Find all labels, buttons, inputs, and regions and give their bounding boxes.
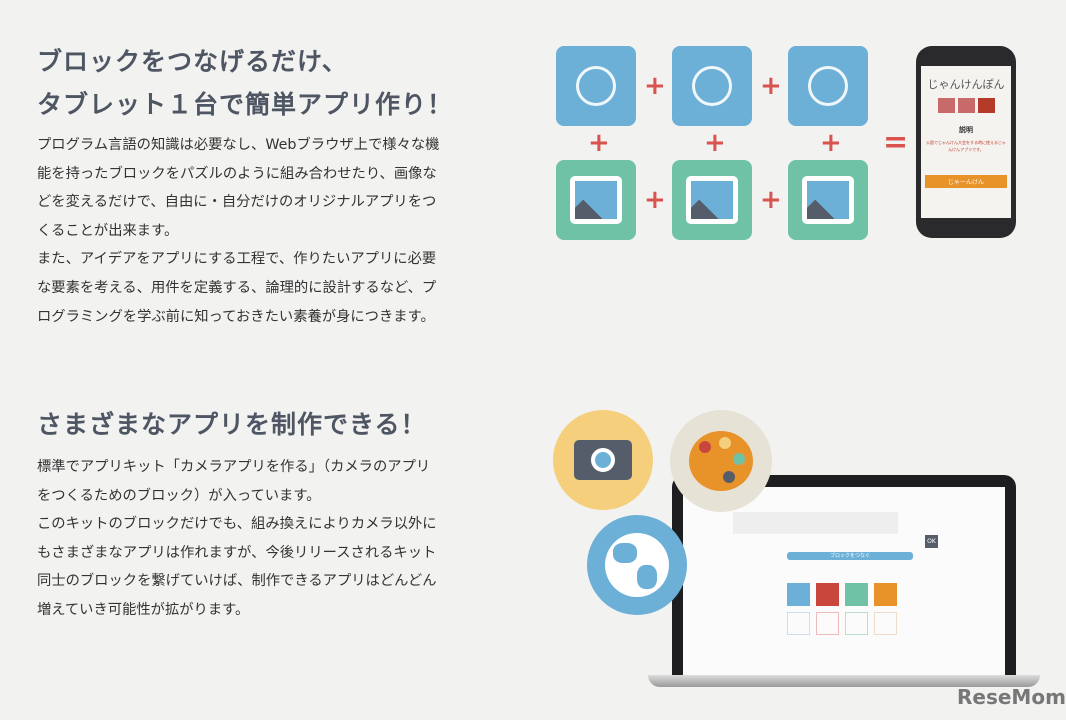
heading-line: タブレット１台で簡単アプリ作り！: [37, 90, 454, 119]
laptop-base: [648, 675, 1040, 687]
globe-icon: [605, 533, 669, 597]
plus-sign: +: [704, 128, 726, 158]
rock-icon: [937, 98, 955, 113]
body-line: 標準でアプリキット「カメラアプリを作る」（カメラのアプリ: [37, 459, 431, 475]
body-line: ログラミングを学ぶ前に知っておきたい素養が身につきます。: [37, 308, 435, 325]
camera-circle: [553, 410, 653, 510]
body-line: 同士のブロックを繋げていけば、制作できるアプリはどんどん: [37, 573, 437, 590]
body-line: このキットのブロックだけでも、組み換えによりカメラ以外に: [37, 516, 437, 533]
plus-sign: +: [760, 71, 782, 101]
body-line: 増えていき可能性が拡がります。: [37, 601, 250, 618]
tap-hand-icon: [692, 66, 732, 106]
tap-block-tile: [556, 46, 636, 126]
image-icon: [686, 176, 738, 224]
image-icon: [570, 176, 622, 224]
tap-block-tile: [672, 46, 752, 126]
plus-sign: +: [644, 71, 666, 101]
phone-janken-button[interactable]: じゃーんけん: [925, 175, 1007, 188]
camera-icon: [574, 440, 632, 480]
palette-icon: [689, 431, 753, 491]
step-bar: [733, 512, 898, 534]
body-line: をつくるためのブロック）が入っています。: [37, 487, 321, 504]
section1-heading: ブロックをつなげるだけ、 タブレット１台で簡単アプリ作り！: [37, 40, 453, 126]
laptop-mockup: OK ブロックをつなぐ: [672, 475, 1016, 675]
heading-line: ブロックをつなげるだけ、: [37, 47, 348, 76]
resemom-logo: ReseMom: [957, 685, 1066, 709]
block-row: [787, 583, 897, 606]
palette-circle: [670, 410, 772, 512]
section1-body: プログラム言語の知識は必要なし、Webブラウザ上で様々な機 能を持ったブロックを…: [37, 131, 505, 331]
empty-block-row: [787, 612, 897, 635]
paper-icon: [977, 98, 995, 113]
plus-sign: +: [820, 128, 842, 158]
phone-mockup: じゃんけんぽん 説明 公園でじゃんけん大会をする時に使えるじゃんけんアプリです。…: [916, 46, 1016, 238]
tap-block-tile: [788, 46, 868, 126]
scissors-icon: [957, 98, 975, 113]
body-line: どを変えるだけで、自由に・自分だけのオリジナルアプリをつ: [37, 194, 437, 211]
body-line: な要素を考える、用件を定義する、論理的に設計するなど、プ: [37, 279, 437, 296]
body-line: また、アイデアをアプリにする工程で、作りたいアプリに必要: [37, 251, 437, 268]
image-block-tile: [672, 160, 752, 240]
plus-sign: +: [760, 185, 782, 215]
tap-hand-icon: [808, 66, 848, 106]
image-icon: [802, 176, 854, 224]
plus-sign: +: [588, 128, 610, 158]
image-block-tile: [788, 160, 868, 240]
body-line: 能を持ったブロックをパズルのように組み合わせたり、画像な: [37, 165, 437, 182]
section2-body: 標準でアプリキット「カメラアプリを作る」（カメラのアプリ をつくるためのブロック…: [37, 453, 505, 625]
phone-app-title: じゃんけんぽん: [927, 78, 1005, 91]
phone-section-label: 説明: [959, 126, 973, 134]
equals-sign: =: [883, 125, 909, 160]
body-line: もさまざまなアプリは作れますが、今後リリースされるキット: [37, 544, 437, 561]
image-block-tile: [556, 160, 636, 240]
phone-description: 公園でじゃんけん大会をする時に使えるじゃんけんアプリです。: [926, 140, 1006, 152]
tap-hand-icon: [576, 66, 616, 106]
globe-circle: [587, 515, 687, 615]
body-line: くることが出来ます。: [37, 222, 179, 239]
hand-buttons: [925, 98, 1007, 113]
plus-sign: +: [644, 185, 666, 215]
ok-button[interactable]: OK: [925, 535, 938, 548]
section2-heading: さまざまなアプリを制作できる！: [37, 410, 427, 439]
body-line: プログラム言語の知識は必要なし、Webブラウザ上で様々な機: [37, 137, 440, 153]
connect-blocks-button[interactable]: ブロックをつなぐ: [787, 552, 913, 560]
